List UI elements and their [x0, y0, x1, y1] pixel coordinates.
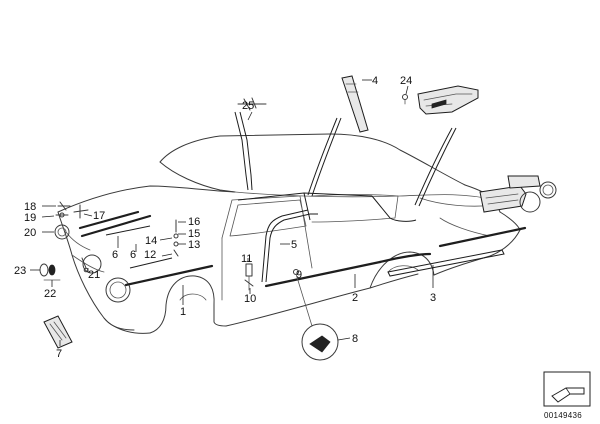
label-8: 8 — [352, 333, 358, 345]
label-20: 20 — [24, 227, 36, 239]
label-22: 22 — [44, 288, 56, 300]
body-trim-strips — [78, 192, 527, 288]
label-3: 3 — [430, 292, 436, 304]
label-18: 18 — [24, 201, 36, 213]
label-14: 14 — [145, 235, 157, 247]
label-25: 25 — [242, 100, 254, 112]
door-clips-10-11 — [244, 263, 299, 291]
rear-emblems — [479, 175, 557, 213]
label-4: 4 — [372, 75, 378, 87]
leader-lines — [30, 79, 434, 346]
label-6b: 6 — [130, 249, 136, 261]
trim-profile-icon — [543, 371, 591, 407]
label-21: 21 — [88, 269, 100, 281]
label-9: 9 — [296, 269, 302, 281]
label-24: 24 — [400, 75, 412, 87]
part-24-molding — [402, 85, 479, 115]
center-clips — [173, 219, 179, 257]
car-body-outline — [57, 133, 521, 334]
label-12: 12 — [144, 249, 156, 261]
label-17: 17 — [93, 210, 105, 222]
front-left-parts — [39, 201, 89, 349]
reference-code: 00149436 — [544, 411, 582, 420]
label-15: 15 — [188, 228, 200, 240]
detail-circle-9 — [295, 273, 339, 361]
label-10: 10 — [244, 293, 256, 305]
label-16: 16 — [188, 216, 200, 228]
label-5: 5 — [291, 239, 297, 251]
roof-and-pillar-trims — [234, 75, 457, 207]
label-19: 19 — [24, 212, 36, 224]
label-23: 23 — [14, 265, 26, 277]
part-labels: 1 2 3 4 5 6 6 7 8 9 10 11 12 13 14 15 16… — [14, 75, 436, 360]
label-1: 1 — [180, 306, 186, 318]
label-13: 13 — [188, 239, 200, 251]
label-11: 11 — [241, 253, 252, 265]
label-7: 7 — [56, 348, 62, 360]
label-2: 2 — [352, 292, 358, 304]
label-6a: 6 — [112, 249, 118, 261]
